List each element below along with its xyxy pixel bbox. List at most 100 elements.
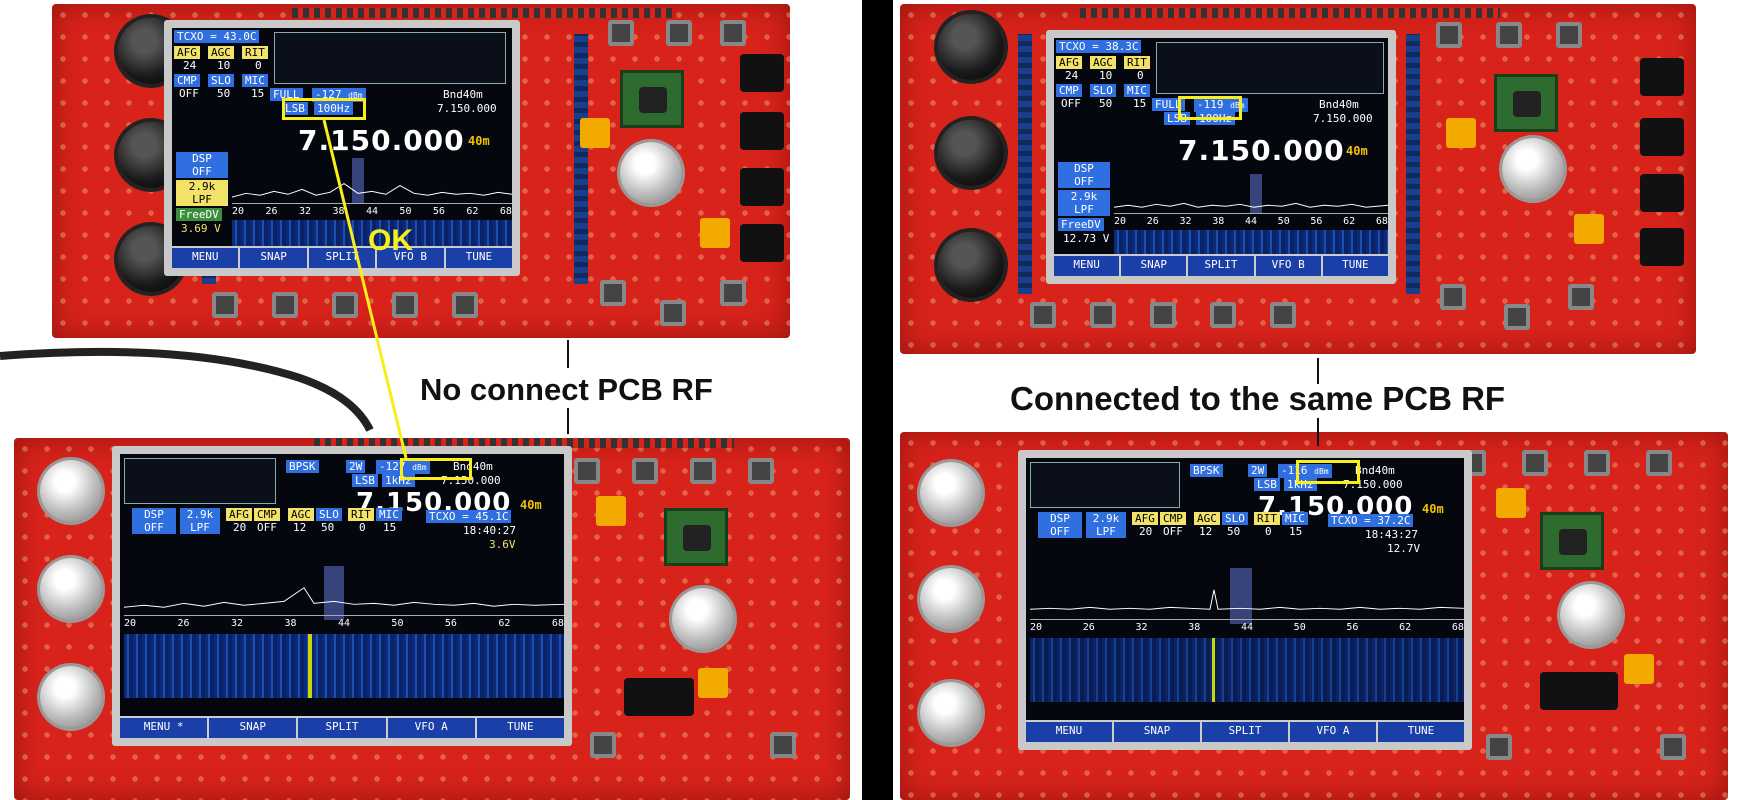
rotary-encoder[interactable] bbox=[620, 142, 682, 204]
lcd-frame-left-bottom: BPSK 2W -127 dBm Bnd40m LSB 1kHz 7.150.0… bbox=[112, 446, 572, 746]
push-button[interactable] bbox=[1030, 302, 1056, 328]
push-button[interactable] bbox=[1270, 302, 1296, 328]
push-button[interactable] bbox=[332, 292, 358, 318]
softkey-snap[interactable]: SNAP bbox=[1121, 256, 1189, 276]
band-indicator: 40m bbox=[1422, 502, 1444, 516]
push-button[interactable] bbox=[392, 292, 418, 318]
softkey-menu[interactable]: MENU bbox=[172, 248, 241, 268]
band-label: Bnd40m bbox=[453, 460, 493, 473]
softkey-vfo[interactable]: VFO B bbox=[1256, 256, 1323, 276]
tcxo-label: TCXO = 38.3C bbox=[1056, 40, 1142, 53]
push-button[interactable] bbox=[1486, 734, 1512, 760]
softkey-tune[interactable]: TUNE bbox=[1407, 724, 1435, 737]
audio-jack[interactable] bbox=[740, 54, 784, 92]
softkey-tune[interactable]: TUNE bbox=[507, 720, 534, 733]
push-button[interactable] bbox=[272, 292, 298, 318]
audio-jack[interactable] bbox=[740, 224, 784, 262]
knob-1[interactable] bbox=[938, 14, 1004, 80]
mode-label: LSB bbox=[1164, 112, 1190, 125]
rotary-encoder[interactable] bbox=[920, 462, 982, 524]
rotary-encoder[interactable] bbox=[40, 666, 102, 728]
push-button[interactable] bbox=[1522, 450, 1548, 476]
push-button[interactable] bbox=[770, 732, 796, 758]
softkey-split[interactable]: SPLIT bbox=[1202, 722, 1290, 742]
bandwidth-label: 2.9k bbox=[180, 508, 220, 521]
push-button[interactable] bbox=[212, 292, 238, 318]
push-button[interactable] bbox=[690, 458, 716, 484]
audio-jack[interactable] bbox=[740, 112, 784, 150]
softkey-tune[interactable]: TUNE bbox=[465, 250, 493, 263]
push-button[interactable] bbox=[660, 300, 686, 326]
knob-3[interactable] bbox=[938, 232, 1004, 298]
slo-value: 50 bbox=[217, 87, 231, 100]
push-button[interactable] bbox=[748, 458, 774, 484]
softkey-vfo[interactable]: VFO A bbox=[388, 718, 477, 738]
push-button[interactable] bbox=[1660, 734, 1686, 760]
push-button[interactable] bbox=[608, 20, 634, 46]
softkey-split[interactable]: SPLIT bbox=[1188, 256, 1256, 276]
push-button[interactable] bbox=[574, 458, 600, 484]
push-button[interactable] bbox=[720, 20, 746, 46]
dbm-readout: -119 dBm bbox=[1194, 98, 1248, 112]
capacitor bbox=[1624, 654, 1654, 684]
dbm-highlight-box bbox=[1296, 460, 1360, 484]
softkey-menu[interactable]: MENU bbox=[1026, 722, 1114, 742]
rotary-encoder[interactable] bbox=[1502, 138, 1564, 200]
push-button[interactable] bbox=[1150, 302, 1176, 328]
audio-jack[interactable] bbox=[1640, 58, 1684, 96]
softkey-tune[interactable]: TUNE bbox=[1342, 258, 1369, 271]
push-button[interactable] bbox=[1440, 284, 1466, 310]
push-button[interactable] bbox=[720, 280, 746, 306]
softkey-split[interactable]: SPLIT bbox=[298, 718, 388, 738]
push-button[interactable] bbox=[1210, 302, 1236, 328]
push-button[interactable] bbox=[1504, 304, 1530, 330]
push-button[interactable] bbox=[1436, 22, 1462, 48]
rotary-encoder[interactable] bbox=[920, 568, 982, 630]
push-button[interactable] bbox=[1496, 22, 1522, 48]
push-button[interactable] bbox=[1584, 450, 1610, 476]
rotary-encoder[interactable] bbox=[40, 460, 102, 522]
push-button[interactable] bbox=[632, 458, 658, 484]
rf-connector[interactable] bbox=[1540, 672, 1618, 710]
rotary-encoder[interactable] bbox=[1560, 584, 1622, 646]
softkey-snap[interactable]: SNAP bbox=[209, 718, 299, 738]
slo-label: SLO bbox=[1090, 84, 1116, 97]
dbm-highlight-box bbox=[282, 98, 366, 120]
rotary-encoder[interactable] bbox=[40, 558, 102, 620]
softkey-snap[interactable]: SNAP bbox=[1114, 722, 1202, 742]
spectrum-trace bbox=[232, 183, 512, 204]
lpf-label: LPF bbox=[1058, 203, 1110, 216]
push-button[interactable] bbox=[1646, 450, 1672, 476]
afg-label: AFG bbox=[1132, 512, 1158, 525]
softkey-vfo[interactable]: VFO A bbox=[1290, 722, 1378, 742]
push-button[interactable] bbox=[666, 20, 692, 46]
cmp-value: OFF bbox=[1163, 525, 1183, 538]
agc-value: 10 bbox=[1099, 69, 1113, 82]
audio-jack[interactable] bbox=[1640, 228, 1684, 266]
push-button[interactable] bbox=[590, 732, 616, 758]
audio-jack[interactable] bbox=[740, 168, 784, 206]
band-indicator: 40m bbox=[1346, 144, 1368, 158]
push-button[interactable] bbox=[600, 280, 626, 306]
push-button[interactable] bbox=[1568, 284, 1594, 310]
push-button[interactable] bbox=[1090, 302, 1116, 328]
dsp-value: OFF bbox=[1038, 525, 1082, 538]
slo-value: 50 bbox=[1227, 525, 1241, 538]
rf-connector[interactable] bbox=[624, 678, 694, 716]
audio-jack[interactable] bbox=[1640, 118, 1684, 156]
power-label: 2W bbox=[346, 460, 366, 473]
band-indicator: 40m bbox=[520, 498, 542, 512]
rotary-encoder[interactable] bbox=[920, 682, 982, 744]
softkey-menu[interactable]: MENU bbox=[1054, 256, 1122, 276]
dsp-value: OFF bbox=[1058, 175, 1110, 188]
softkey-menu[interactable]: MENU * bbox=[120, 718, 210, 738]
audio-jack[interactable] bbox=[1640, 174, 1684, 212]
softkey-snap[interactable]: SNAP bbox=[240, 248, 309, 268]
rotary-encoder[interactable] bbox=[672, 588, 734, 650]
rit-value: 0 bbox=[255, 59, 262, 72]
push-button[interactable] bbox=[1556, 22, 1582, 48]
push-button[interactable] bbox=[452, 292, 478, 318]
softkey-split[interactable]: SPLIT bbox=[309, 248, 378, 268]
knob-2[interactable] bbox=[938, 120, 1004, 186]
afg-value: 24 bbox=[183, 59, 197, 72]
